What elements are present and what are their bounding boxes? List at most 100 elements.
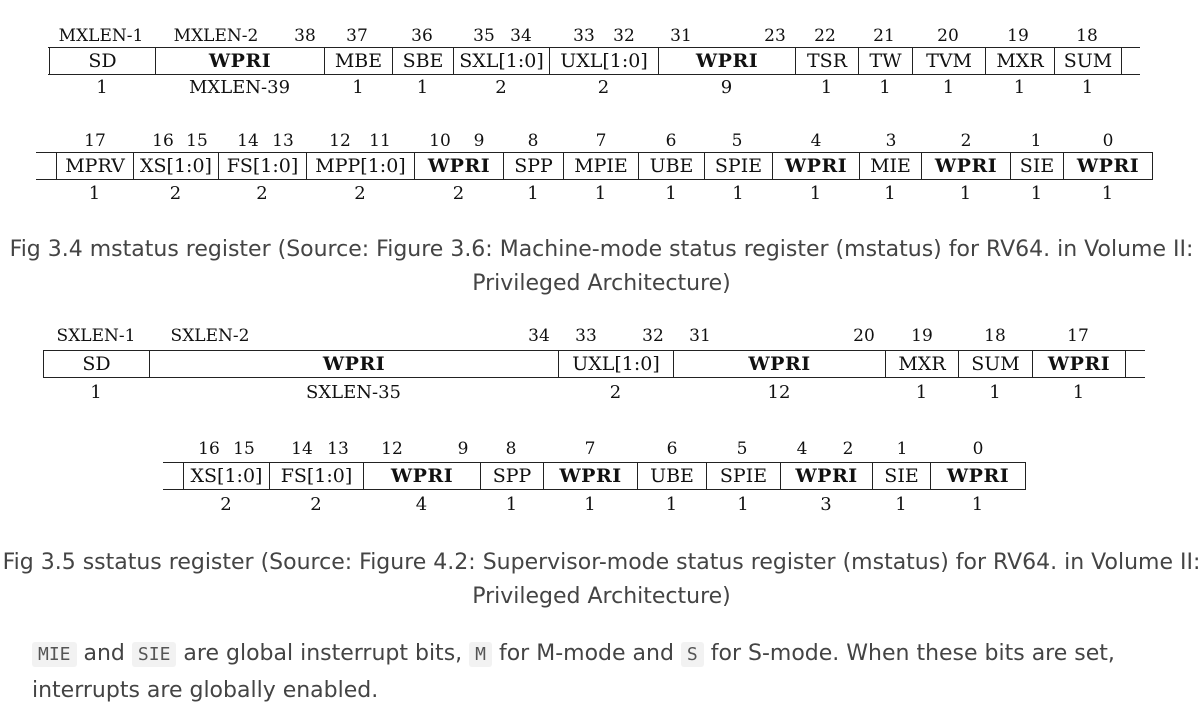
field-width-label: 2 — [169, 183, 182, 204]
bit-index-label: 9 — [457, 439, 469, 459]
register-field: SD — [43, 350, 149, 378]
register-field: MIE — [859, 152, 921, 180]
field-width-label: 1 — [1101, 183, 1114, 204]
field-width-label: 1 — [96, 77, 108, 98]
register-border-line — [36, 179, 1152, 180]
field-width-label: 2 — [495, 77, 507, 98]
register-field: SXL[1:0] — [453, 47, 549, 75]
register-field: UBE — [638, 152, 704, 180]
register-field: WPRI — [772, 152, 859, 180]
register-field: WPRI — [780, 462, 872, 490]
bit-index-label: 6 — [666, 439, 678, 459]
field-width-label: 1 — [732, 183, 744, 204]
field-width-label: 2 — [256, 183, 268, 204]
bit-index-label: 13 — [272, 131, 294, 151]
register-field: WPRI — [543, 462, 637, 490]
bit-index-label: 4 — [796, 439, 808, 459]
register-field: WPRI — [658, 47, 795, 75]
register-field: SBE — [392, 47, 453, 75]
bit-index-label: 16 — [152, 131, 174, 151]
field-width-label: 1 — [1072, 382, 1085, 403]
bit-index-label: 6 — [665, 131, 677, 151]
bit-index-label: 14 — [291, 439, 313, 459]
field-width-label: SXLEN-35 — [306, 382, 401, 403]
bit-index-label: 15 — [233, 439, 255, 459]
bit-index-label: 35 — [473, 26, 495, 46]
register-field: WPRI — [1032, 350, 1125, 378]
register-field: WPRI — [149, 350, 558, 378]
register-field: SUM — [1054, 47, 1121, 75]
paragraph-text: for S-mode. When these bits are set, int… — [32, 641, 1115, 703]
field-width-label: MXLEN-39 — [188, 77, 291, 98]
register-field: SPP — [503, 152, 563, 180]
bit-index-label: 17 — [1067, 326, 1089, 346]
bit-index-label: SXLEN-2 — [170, 326, 250, 346]
bit-index-label: 32 — [642, 326, 664, 346]
bit-index-label: 3 — [885, 131, 897, 151]
field-width-label: 1 — [88, 183, 101, 204]
bit-index-label: 20 — [853, 326, 875, 346]
register-field: SPIE — [706, 462, 780, 490]
field-width-label: 1 — [915, 382, 928, 403]
field-width-label: 1 — [884, 183, 896, 204]
bit-index-label: 5 — [731, 131, 743, 151]
bit-index-label: 2 — [842, 439, 854, 459]
bit-index-label: 36 — [411, 26, 433, 46]
register-field: UBE — [637, 462, 706, 490]
field-width-label: 1 — [1081, 77, 1094, 98]
register-field: WPRI — [930, 462, 1025, 490]
bit-index-label: 5 — [736, 439, 748, 459]
register-field-end-border — [1025, 462, 1026, 490]
paragraph-text: and — [76, 641, 132, 666]
register-field: SD — [49, 47, 155, 75]
bit-index-label: 0 — [1102, 131, 1114, 151]
bit-index-label: 8 — [527, 131, 539, 151]
field-width-label: 1 — [1030, 183, 1043, 204]
register-field: FS[1:0] — [269, 462, 363, 490]
field-width-label: 1 — [352, 77, 364, 98]
field-width-label: 1 — [665, 494, 678, 515]
register-field: UXL[1:0] — [558, 350, 673, 378]
register-field: MXR — [885, 350, 958, 378]
bit-index-label: 7 — [595, 131, 607, 151]
paragraph-text: for M-mode and — [491, 641, 681, 666]
register-field: SUM — [958, 350, 1032, 378]
bit-index-label: 33 — [573, 26, 595, 46]
bit-index-label: 23 — [764, 26, 786, 46]
inline-code-s: S — [680, 642, 704, 667]
field-width-label: 1 — [879, 77, 891, 98]
field-width-label: 9 — [720, 77, 733, 98]
field-width-label: 1 — [416, 77, 429, 98]
register-field: XS[1:0] — [133, 152, 218, 180]
field-width-label: 1 — [809, 183, 822, 204]
field-width-label: 12 — [767, 382, 791, 403]
register-field: MXR — [985, 47, 1054, 75]
register-field: SPP — [480, 462, 543, 490]
bit-index-label: 31 — [689, 326, 711, 346]
inline-code-mie: MIE — [32, 642, 77, 667]
bit-index-label: 19 — [1007, 26, 1029, 46]
bit-index-label: 8 — [505, 439, 517, 459]
register-field: WPRI — [363, 462, 480, 490]
register-field: WPRI — [921, 152, 1010, 180]
bit-index-label: 20 — [937, 26, 959, 46]
register-border-line — [43, 350, 1145, 351]
register-field: WPRI — [414, 152, 503, 180]
field-width-label: 1 — [584, 494, 596, 515]
register-field-end-border — [1125, 350, 1126, 378]
bit-index-label: MXLEN-1 — [58, 26, 144, 46]
bit-index-label: 12 — [381, 439, 403, 459]
register-border-line — [36, 152, 1152, 153]
register-field: UXL[1:0] — [549, 47, 658, 75]
paragraph: MIE and SIE are global insterrupt bits, … — [32, 636, 1172, 709]
register-border-line — [48, 47, 1140, 48]
bit-index-label: 17 — [84, 131, 106, 151]
bit-index-label: 21 — [873, 26, 895, 46]
bit-index-label: 33 — [575, 326, 597, 346]
field-width-label: 2 — [452, 183, 465, 204]
field-width-label: 1 — [737, 494, 749, 515]
field-width-label: 2 — [354, 183, 366, 204]
field-width-label: 1 — [959, 183, 972, 204]
bit-index-label: 4 — [810, 131, 822, 151]
register-field: MPIE — [563, 152, 638, 180]
